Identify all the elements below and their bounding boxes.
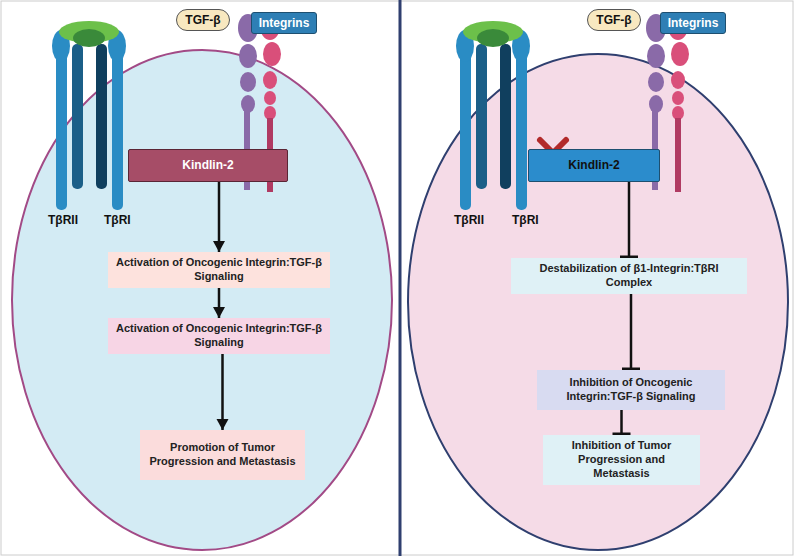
inhibition-connector [620,182,638,258]
integrin-beta-domain [263,42,281,66]
arrow-head [213,307,225,318]
process-box: Activation of Oncogenic Integrin:TGF-β S… [108,252,330,288]
outcome-box: Promotion of Tumor Progression and Metas… [140,430,305,480]
node-text: Activation of Oncogenic Integrin:TGF-β S… [115,322,323,350]
node-text: TGF-β [185,13,220,28]
connector-line [221,354,224,430]
arrow-connector [213,288,225,318]
receptor-label: TβRII [48,213,78,227]
connector-line [628,182,631,258]
receptor-chain [96,44,107,189]
connector-line [630,294,633,370]
protein-box: Kindlin-2 [528,149,660,182]
receptor-tag: Integrins [251,12,317,34]
node-text: TGF-β [596,13,631,28]
connector-line [620,410,623,435]
panel-divider [399,0,402,556]
tgf-ligand [73,29,105,47]
tgf-receptor-complex [456,21,530,210]
arrow-connector [213,182,225,252]
receptor-chain [72,44,83,189]
node-text: Inhibition of Oncogenic Integrin:TGF-β S… [544,376,718,404]
node-text: Kindlin-2 [568,158,619,173]
outcome-box: Inhibition of Tumor Progression and Meta… [543,435,700,485]
inhibition-connector [613,410,631,435]
cell-ellipse [12,50,392,550]
integrin-alpha-domain [240,72,256,92]
arrow-head [217,419,229,430]
integrin-beta-domain [264,91,276,105]
process-box: Destabilization of β1-Integrin:TβRI Comp… [511,258,747,294]
protein-box: Kindlin-2 [128,149,288,182]
node-text: Inhibition of Tumor Progression and Meta… [550,439,693,480]
inhibition-connector [622,294,640,370]
node-text: Integrins [668,16,719,31]
node-text: Kindlin-2 [182,158,233,173]
node-text: Destabilization of β1-Integrin:TβRI Comp… [518,262,740,290]
tgf-receptor-complex [52,21,126,210]
receptor-chain [112,48,123,210]
integrin-beta-domain [263,71,277,89]
node-text: Activation of Oncogenic Integrin:TGF-β S… [115,256,323,284]
process-box: Activation of Oncogenic Integrin:TGF-β S… [108,318,330,354]
receptor-tag: Integrins [660,12,726,34]
integrin-alpha-domain [239,44,257,68]
receptor-label: TβRI [104,213,131,227]
ligand-pill: TGF-β [587,9,641,31]
receptor-label: TβRI [512,213,539,227]
integrin-beta-domain [264,106,276,120]
ligand-pill: TGF-β [176,9,230,31]
arrow-connector [217,354,229,430]
node-text: Promotion of Tumor Progression and Metas… [147,441,298,469]
receptor-label: TβRII [454,213,484,227]
receptor-chain [56,48,67,210]
node-text: Integrins [259,16,310,31]
process-box: Inhibition of Oncogenic Integrin:TGF-β S… [537,370,725,410]
arrow-head [213,241,225,252]
